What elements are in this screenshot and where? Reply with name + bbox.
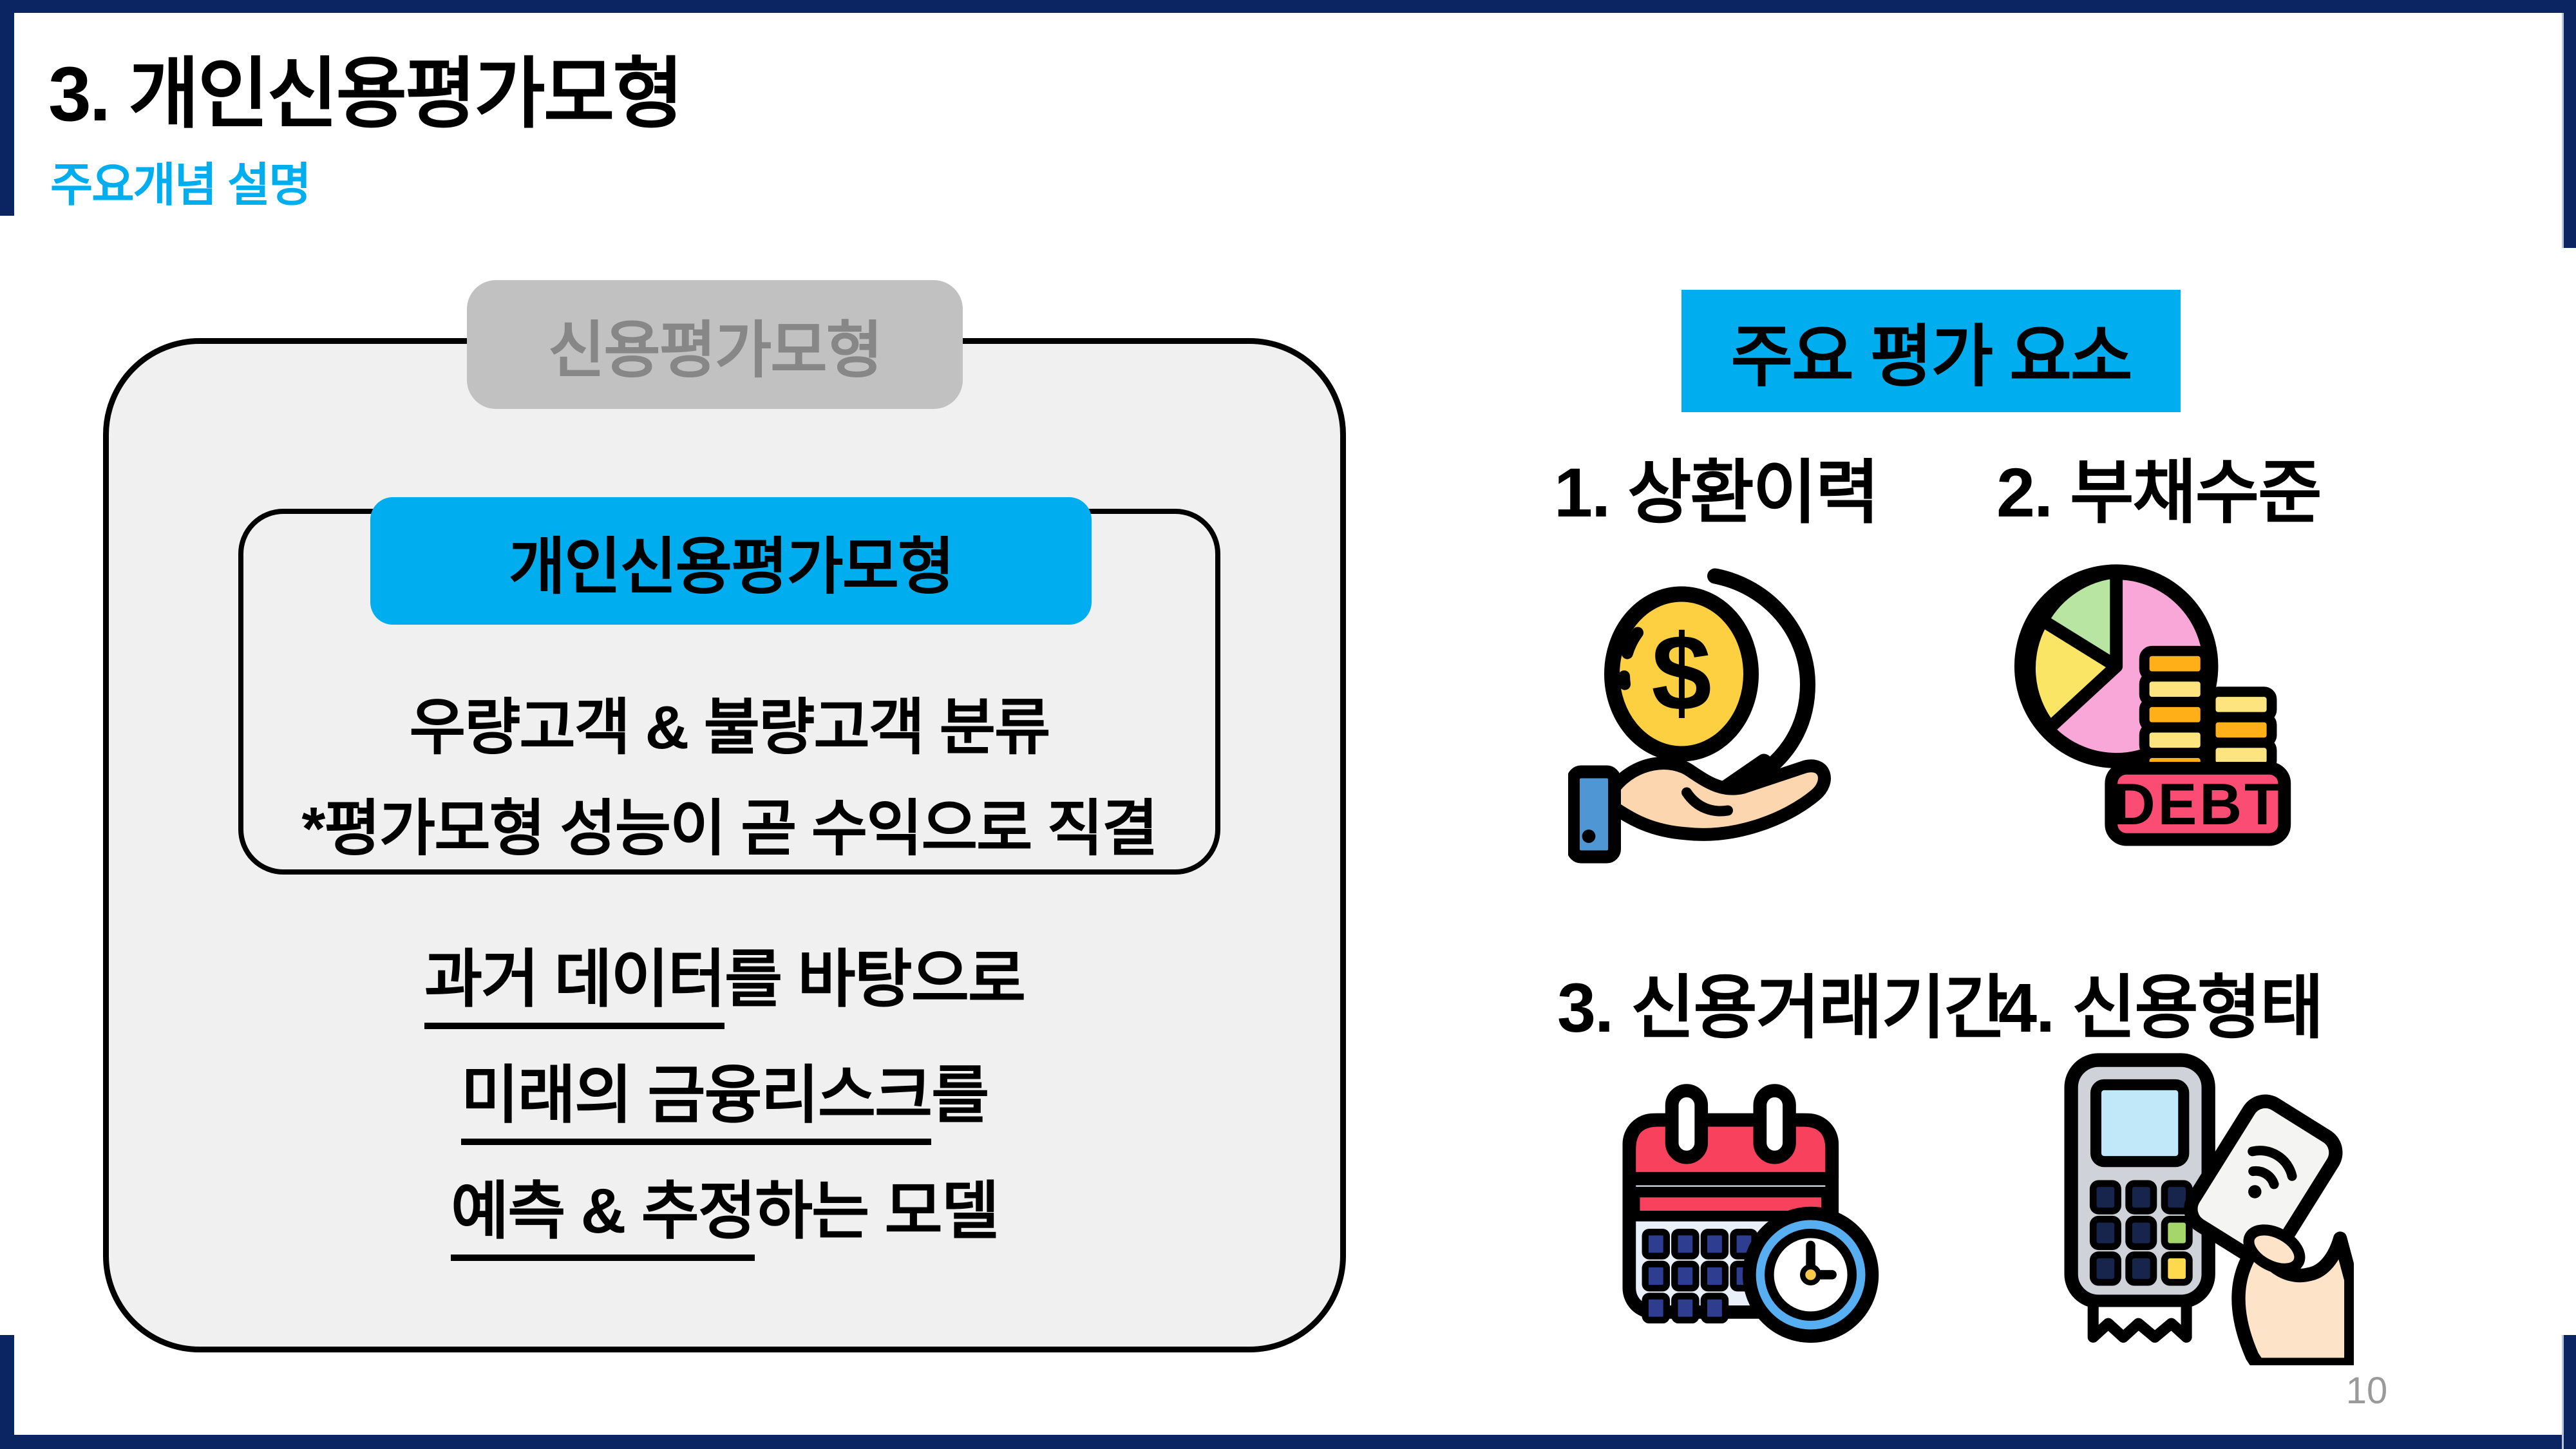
page-number: 10	[2345, 1370, 2388, 1412]
calendar-clock-icon	[1613, 1059, 1893, 1362]
definition-line-3-rest: 하는 모델	[755, 1175, 999, 1246]
frame-top-bar	[0, 0, 2576, 13]
factor-label-repayment-history: 1. 상환이력	[1554, 453, 1880, 531]
factor-label-credit-type: 4. 신용형태	[1998, 969, 2324, 1046]
definition-line-1-rest: 를 바탕으로	[724, 943, 1026, 1014]
personal-credit-model-chip: 개인신용평가모형	[370, 497, 1092, 625]
card-terminal-icon	[2038, 1048, 2354, 1365]
definition-line-3-emphasis: 예측 & 추정	[451, 1172, 756, 1261]
frame-right-bottom-bar	[2562, 1335, 2576, 1449]
factor-label-credit-history-length: 3. 신용거래기간	[1557, 969, 2008, 1046]
factors-header: 주요 평가 요소	[1681, 290, 2181, 412]
definition-line-1-emphasis: 과거 데이터	[424, 940, 726, 1029]
coin-hand-icon: $	[1568, 544, 1852, 876]
model-line-classification: 우량고객 & 불량고객 분류	[409, 694, 1051, 762]
definition-line-2-rest: 를	[931, 1059, 989, 1130]
frame-left-top-bar	[0, 0, 14, 216]
frame-left-bottom-bar	[0, 1335, 14, 1449]
debt-pie-icon: DEBT	[2009, 527, 2302, 875]
debt-badge-label: DEBT	[2113, 772, 2283, 837]
definition-line-2-emphasis: 미래의 금융리스크	[460, 1056, 933, 1145]
page-title: 3. 개인신용평가모형	[48, 51, 684, 137]
frame-bottom-bar	[0, 1435, 2576, 1449]
page-subtitle: 주요개념 설명	[50, 160, 311, 211]
definition-line-1: 과거 데이터를 바탕으로	[103, 940, 1346, 1029]
model-line-performance: *평가모형 성능이 곧 수익으로 직결	[301, 795, 1158, 863]
definition-line-2: 미래의 금융리스크를	[103, 1056, 1346, 1145]
definition-line-3: 예측 & 추정하는 모델	[103, 1172, 1346, 1261]
credit-model-tag: 신용평가모형	[467, 280, 963, 409]
frame-right-top-bar	[2562, 13, 2576, 248]
factor-label-debt-level: 2. 부채수준	[1996, 453, 2322, 531]
coin-dollar-glyph: $	[1651, 612, 1711, 734]
